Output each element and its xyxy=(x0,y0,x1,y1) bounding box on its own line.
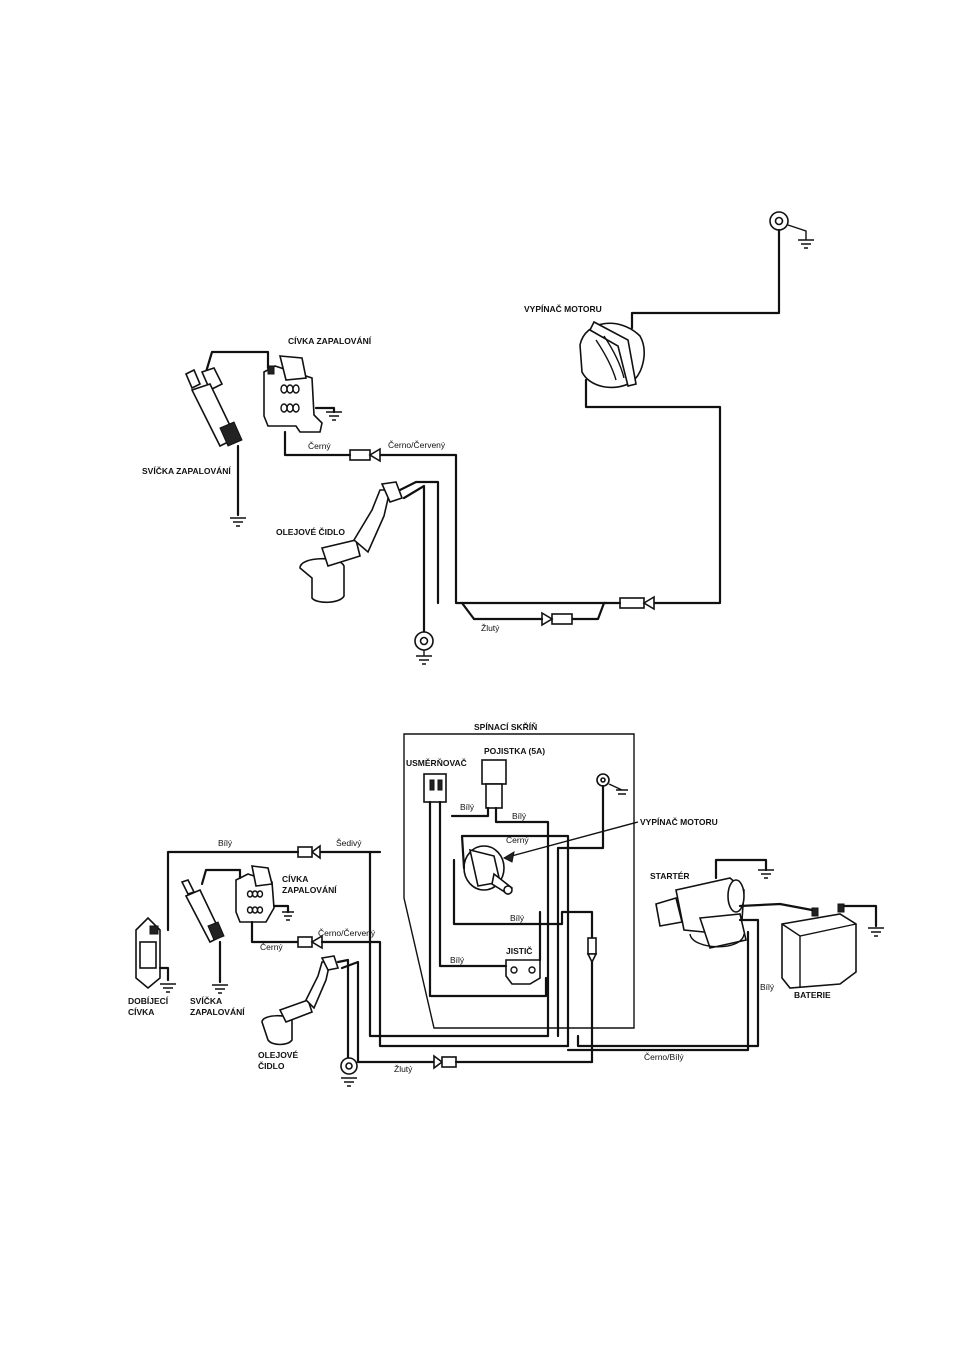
wire-label-white-5: Bílý xyxy=(510,913,525,923)
charging-coil-label-1: DOBÍJECÍ xyxy=(128,996,169,1006)
wire-label-yellow-1: Žlutý xyxy=(481,623,500,633)
ground-eyelet-box xyxy=(596,773,628,795)
spark-plug-label-2b: ZAPALOVÁNÍ xyxy=(190,1007,245,1017)
rectifier xyxy=(423,773,447,803)
starter-label: STARTÉR xyxy=(650,871,690,881)
wire-label-black-4: Černý xyxy=(506,835,529,845)
switch-box-outline xyxy=(403,733,635,1029)
engine-switch-label-2: VYPÍNAČ MOTORU xyxy=(640,816,718,827)
fuse xyxy=(481,759,507,809)
wire-label-white-1: Bílý xyxy=(460,802,475,812)
spark-plug-2 xyxy=(180,879,225,944)
inline-fuse xyxy=(586,937,598,964)
oil-sensor-1 xyxy=(299,481,404,604)
battery xyxy=(781,903,857,989)
connector-right xyxy=(619,595,655,611)
wire-label-black-1: Černý xyxy=(308,441,331,451)
oil-sensor-2 xyxy=(261,955,340,1046)
ignition-coil-2 xyxy=(235,865,275,923)
switch-box-label: SPÍNACÍ SKŘÍŇ xyxy=(474,721,537,732)
diagram-2: SPÍNACÍ SKŘÍŇ USMĚRŇOVAČ POJISTKA (5A) V xyxy=(128,721,884,1087)
spark-plug-label-1: SVÍČKA ZAPALOVÁNÍ xyxy=(142,465,231,476)
fuse-label: POJISTKA (5A) xyxy=(484,746,545,756)
spark-plug-label-2a: SVÍČKA xyxy=(190,995,222,1006)
ignition-coil-label-1: CÍVKA ZAPALOVÁNÍ xyxy=(288,336,372,346)
wire-label-white-2: Bílý xyxy=(512,811,527,821)
wire-label-white-3: Bílý xyxy=(450,955,465,965)
wire-label-grey: Šedivý xyxy=(336,838,362,848)
wire-label-black-white: Černo/Bílý xyxy=(644,1052,684,1062)
ignition-coil-label-2b: ZAPALOVÁNÍ xyxy=(282,885,337,895)
engine-switch-1 xyxy=(579,320,645,389)
starter xyxy=(655,877,747,949)
rectifier-label: USMĚRŇOVAČ xyxy=(406,757,467,768)
wire-label-white-6: Bílý xyxy=(760,982,775,992)
breaker xyxy=(505,959,541,985)
wire-label-black-red-1: Černo/Červený xyxy=(388,440,446,450)
wire-label-black-red-2: Černo/Červený xyxy=(318,928,376,938)
wire-label-yellow-2: Žlutý xyxy=(394,1064,413,1074)
ground-eyelet-bottom-2 xyxy=(340,1057,358,1087)
ignition-coil-label-2a: CÍVKA xyxy=(282,874,308,884)
oil-sensor-label-1: OLEJOVÉ ČIDLO xyxy=(276,526,345,537)
ignition-coil-1 xyxy=(263,355,323,433)
connector-yellow-2 xyxy=(433,1054,457,1070)
connector-yellow xyxy=(541,611,573,627)
engine-switch-label-1: VYPÍNAČ MOTORU xyxy=(524,303,602,314)
connector-black-red-1 xyxy=(349,447,381,463)
charging-coil xyxy=(135,916,161,990)
breaker-label: JISTIČ xyxy=(506,945,532,956)
battery-label: BATERIE xyxy=(794,990,831,1000)
diagram-1: VYPÍNAČ MOTORU Žlutý Černo/Červený Černý xyxy=(142,211,814,665)
wire-label-white-4: Bílý xyxy=(218,838,233,848)
spark-plug-1 xyxy=(184,367,243,448)
charging-coil-label-2: CÍVKA xyxy=(128,1007,154,1017)
ground-eyelet-bottom xyxy=(414,631,434,665)
oil-sensor-label-2a: OLEJOVÉ xyxy=(258,1050,298,1060)
engine-switch-2 xyxy=(463,845,514,896)
oil-sensor-label-2b: ČIDLO xyxy=(258,1060,285,1071)
connector-grey xyxy=(297,844,321,860)
ground-eyelet-top xyxy=(769,211,814,249)
wire-label-black-2: Černý xyxy=(260,942,283,952)
